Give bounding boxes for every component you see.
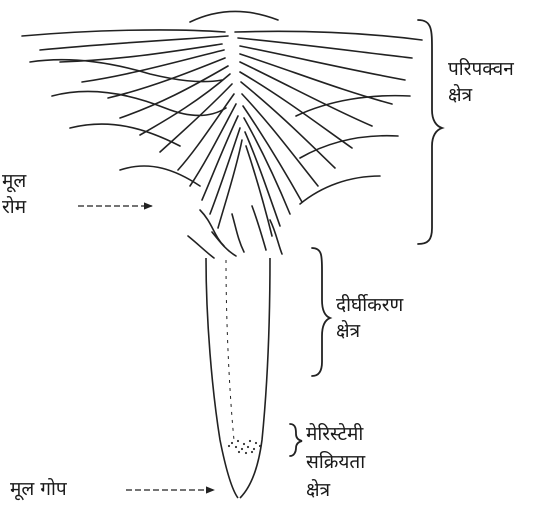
elongation-zone-label: दीर्घीकरण क्षेत्र (336, 292, 403, 344)
elongation-zone-line1: दीर्घीकरण (336, 292, 403, 318)
braces (290, 20, 442, 456)
meristematic-zone-line3: क्षेत्र (306, 476, 365, 504)
root-axis (206, 258, 270, 498)
meristematic-zone-label: मेरिस्टेमी सक्रियता क्षेत्र (306, 420, 365, 504)
maturation-zone-label: परिपक्वन क्षेत्र (448, 56, 514, 108)
elongation-zone-line2: क्षेत्र (336, 318, 403, 344)
meristematic-zone-line1: मेरिस्टेमी (306, 420, 365, 448)
root-hair-line2: रोम (2, 194, 26, 220)
meristematic-zone-line2: सक्रियता (306, 448, 365, 476)
root-cap-label: मूल गोप (10, 476, 67, 502)
root-cap-text: मूल गोप (10, 476, 67, 502)
root-hairs (22, 11, 422, 258)
maturation-zone-line1: परिपक्वन (448, 56, 514, 82)
elongation-brace (312, 248, 330, 376)
meristem-dots (228, 440, 261, 454)
maturation-zone-line2: क्षेत्र (448, 82, 514, 108)
root-hair-label: मूल रोम (2, 168, 26, 220)
maturation-brace (418, 20, 442, 244)
root-hair-line1: मूल (2, 168, 26, 194)
meristem-brace (290, 424, 302, 456)
pointer-arrows (78, 206, 214, 490)
